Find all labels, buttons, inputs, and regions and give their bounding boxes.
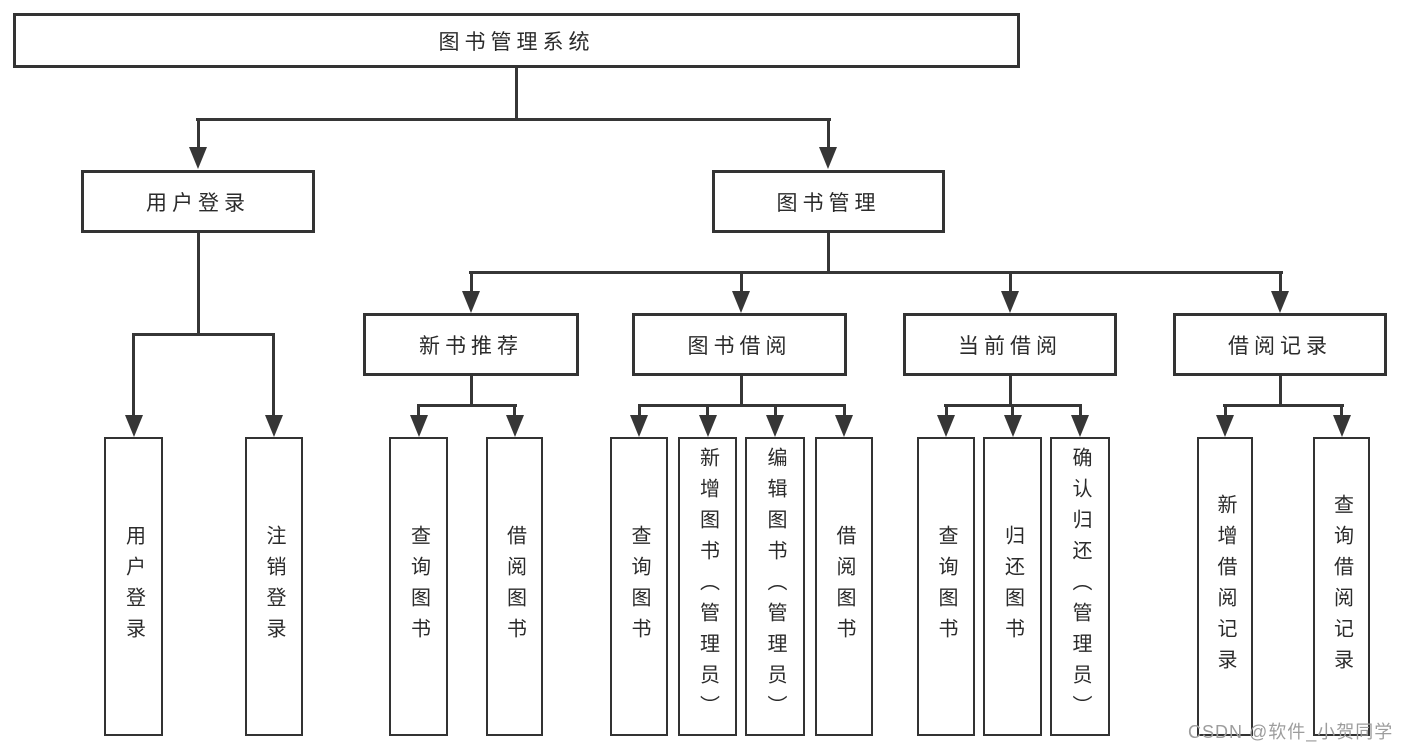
arrow-down-icon [1001, 291, 1019, 313]
csdn-watermark: CSDN @软件_小贺同学 [1188, 722, 1394, 742]
connector-line [1279, 376, 1282, 407]
leaf-query-borrow-record: 查询借阅记录 [1313, 437, 1370, 736]
connector-line [417, 404, 420, 417]
arrow-down-icon [462, 291, 480, 313]
connector-line [197, 233, 200, 336]
node-book-borrowing: 图书借阅 [632, 313, 847, 376]
leaf-user-login: 用户登录 [104, 437, 163, 736]
arrow-down-icon [1271, 291, 1289, 313]
leaf-confirm-return-admin: 确认归还（管理员） [1050, 437, 1110, 736]
node-borrowing-records: 借阅记录 [1173, 313, 1387, 376]
arrow-down-icon [732, 291, 750, 313]
connector-line [740, 271, 743, 293]
connector-line [272, 333, 275, 416]
node-user-login: 用户登录 [81, 170, 315, 233]
connector-line [470, 376, 473, 407]
connector-line [1009, 271, 1012, 293]
connector-line [638, 404, 641, 417]
connector-line [1011, 404, 1014, 417]
arrow-down-icon [835, 415, 853, 437]
connector-line [638, 404, 846, 407]
connector-line [196, 118, 831, 121]
arrow-down-icon [937, 415, 955, 437]
leaf-query-books-recommend: 查询图书 [389, 437, 448, 736]
connector-line [470, 271, 473, 293]
arrow-down-icon [1216, 415, 1234, 437]
connector-line [1224, 404, 1227, 417]
arrow-down-icon [1333, 415, 1351, 437]
leaf-add-books-admin: 新增图书（管理员） [678, 437, 737, 736]
arrow-down-icon [1004, 415, 1022, 437]
connector-line [1009, 376, 1012, 407]
connector-line [1340, 404, 1343, 417]
connector-line [469, 271, 1283, 274]
arrow-down-icon [766, 415, 784, 437]
arrow-down-icon [699, 415, 717, 437]
leaf-query-books-borrowing: 查询图书 [610, 437, 668, 736]
arrow-down-icon [506, 415, 524, 437]
arrow-down-icon [189, 147, 207, 169]
connector-line [827, 118, 830, 149]
connector-line [1279, 271, 1282, 293]
node-new-book-recommendation: 新书推荐 [363, 313, 579, 376]
leaf-edit-books-admin: 编辑图书（管理员） [745, 437, 805, 736]
leaf-borrow-books: 借阅图书 [815, 437, 873, 736]
connector-line [515, 68, 518, 118]
connector-line [417, 404, 517, 407]
arrow-down-icon [819, 147, 837, 169]
leaf-return-books: 归还图书 [983, 437, 1042, 736]
node-current-borrowing: 当前借阅 [903, 313, 1117, 376]
arrow-down-icon [125, 415, 143, 437]
arrow-down-icon [410, 415, 428, 437]
node-library-management-system: 图书管理系统 [13, 13, 1020, 68]
connector-line [706, 404, 709, 417]
leaf-borrow-books-recommend: 借阅图书 [486, 437, 543, 736]
connector-line [827, 233, 830, 274]
connector-line [513, 404, 516, 417]
connector-line [1079, 404, 1082, 417]
arrow-down-icon [1071, 415, 1089, 437]
connector-line [132, 333, 135, 416]
connector-line [945, 404, 948, 417]
connector-line [843, 404, 846, 417]
leaf-logout: 注销登录 [245, 437, 303, 736]
leaf-query-books-current: 查询图书 [917, 437, 975, 736]
node-book-management: 图书管理 [712, 170, 945, 233]
leaf-add-borrow-record: 新增借阅记录 [1197, 437, 1253, 736]
connector-line [132, 333, 275, 336]
arrow-down-icon [630, 415, 648, 437]
connector-line [774, 404, 777, 417]
connector-line [197, 118, 200, 149]
connector-line [1223, 404, 1344, 407]
connector-line [740, 376, 743, 407]
arrow-down-icon [265, 415, 283, 437]
